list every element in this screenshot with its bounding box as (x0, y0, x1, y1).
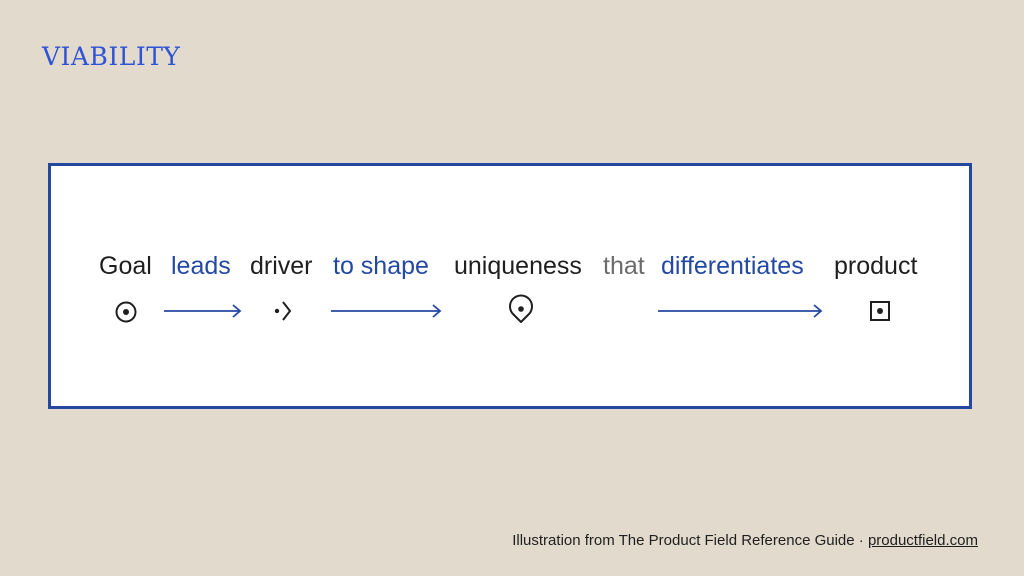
word-product: product (834, 252, 918, 280)
word-to-shape: to shape (333, 252, 429, 280)
word-that: that (603, 252, 645, 280)
word-driver: driver (250, 252, 313, 280)
footer-credit-text: Illustration from The Product Field Refe… (512, 532, 868, 549)
footer-credit: Illustration from The Product Field Refe… (512, 532, 978, 549)
product-square-icon (870, 301, 890, 321)
statement-card (48, 163, 972, 409)
word-uniqueness: uniqueness (454, 252, 582, 280)
driver-chevron-icon (274, 301, 292, 321)
arrow-leads (164, 304, 242, 318)
page-title: VIABILITY (42, 42, 181, 71)
arrow-differentiates (658, 304, 823, 318)
location-pin-icon (509, 294, 533, 323)
target-circle-icon (115, 301, 137, 323)
arrow-to-shape (331, 304, 442, 318)
word-leads: leads (171, 252, 231, 280)
footer-link[interactable]: productfield.com (867, 532, 978, 549)
word-goal: Goal (99, 252, 152, 280)
word-differentiates: differentiates (661, 252, 804, 280)
